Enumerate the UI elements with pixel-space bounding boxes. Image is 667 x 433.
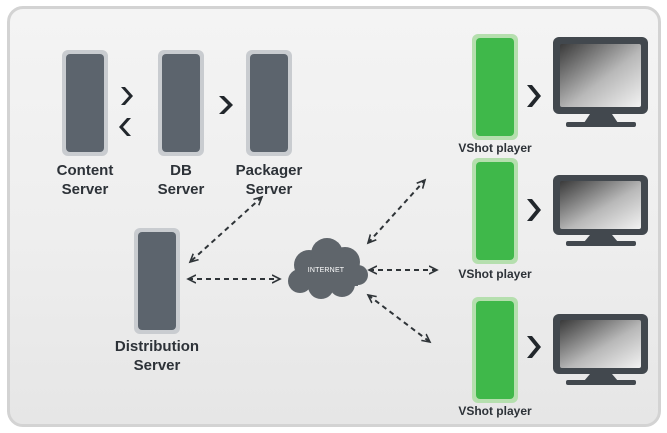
player-1-block	[472, 34, 518, 140]
chevron-right-icon	[121, 87, 133, 105]
db-server-label-line2: Server	[157, 181, 205, 198]
player-1-label: VShot player	[458, 141, 532, 155]
distribution-server-label: Distribution Server	[107, 337, 207, 375]
monitor-2-icon	[553, 175, 648, 246]
player-3-block	[472, 297, 518, 403]
diagram-panel	[7, 6, 661, 427]
content-server-block	[62, 50, 108, 156]
internet-cloud-icon	[288, 238, 368, 299]
db-server-block	[158, 50, 204, 156]
player-2-label: VShot player	[458, 267, 532, 281]
player-3-label: VShot player	[458, 404, 532, 418]
distribution-server-label-line1: Distribution	[114, 338, 200, 355]
chevron-right-icon	[527, 85, 541, 107]
internet-label: INTERNET	[307, 267, 345, 274]
connector-packager-distribution	[190, 197, 262, 262]
connector-internet-player-1	[368, 180, 425, 243]
monitor-1-icon	[553, 37, 648, 127]
packager-server-block	[246, 50, 292, 156]
monitor-3-icon	[553, 314, 648, 385]
distribution-server-block	[134, 228, 180, 334]
content-server-label-line2: Server	[61, 181, 109, 198]
distribution-server-label-line2: Server	[133, 357, 181, 374]
db-server-label-line1: DB	[170, 162, 192, 179]
db-server-label: DB Server	[141, 161, 221, 199]
chevron-right-icon	[527, 336, 541, 358]
player-2-block	[472, 158, 518, 264]
content-server-label-line1: Content	[56, 162, 114, 179]
chevron-right-icon	[527, 199, 541, 221]
packager-server-label: Packager Server	[229, 161, 309, 199]
packager-server-label-line1: Packager	[235, 162, 303, 179]
packager-server-label-line2: Server	[245, 181, 293, 198]
chevron-right-icon	[219, 96, 233, 114]
connector-internet-player-3	[368, 295, 430, 342]
chevron-left-icon	[119, 118, 131, 136]
content-server-label: Content Server	[45, 161, 125, 199]
